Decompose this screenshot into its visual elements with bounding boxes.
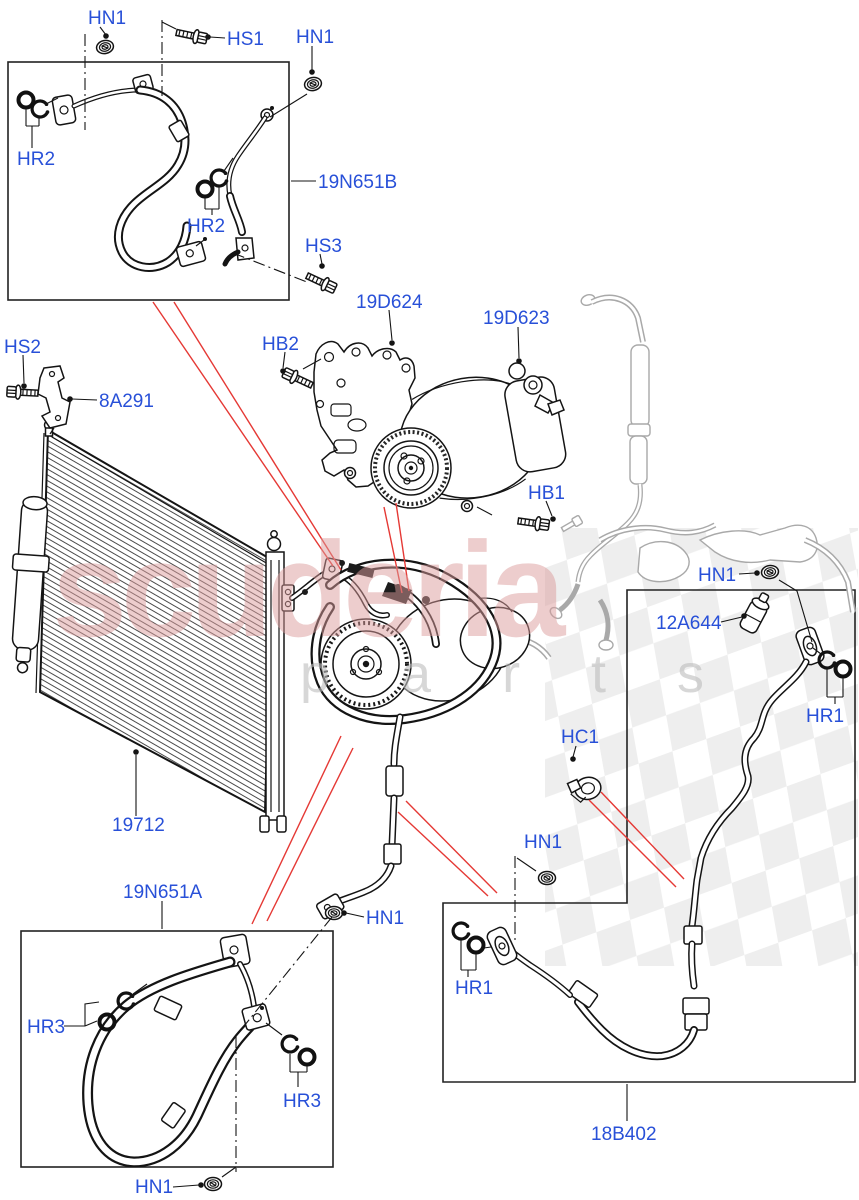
part-label-hs1[interactable]: HS1: [227, 29, 264, 50]
part-label-hn1-box2[interactable]: HN1: [366, 908, 404, 929]
bolt-hs1: [174, 24, 210, 47]
checkered-flag-watermark: [545, 528, 858, 966]
watermark: scuderia p a r t s: [52, 514, 732, 704]
part-label-hb2[interactable]: HB2: [262, 334, 299, 355]
part-label-hr3-left[interactable]: HR3: [27, 1017, 65, 1038]
hose-assembly-19N651B: [51, 73, 274, 272]
nut-hn1-top-left: [94, 38, 116, 56]
box-19N651A: [20, 930, 334, 1168]
oring-hr3-right-b: [297, 1047, 317, 1067]
valve-12A644: [739, 592, 770, 634]
red-locator-lines: [152, 301, 685, 925]
watermark-brand-text: scuderia: [52, 514, 566, 665]
leader-dots: [21, 33, 760, 1188]
nut-hn1-box2: [324, 905, 344, 921]
oring-hr2-mid-b: [195, 179, 215, 199]
part-label-hn1-top-left[interactable]: HN1: [88, 8, 126, 29]
oring-hr2-mid-a: [209, 168, 230, 188]
part-label-18b402[interactable]: 18B402: [591, 1124, 657, 1145]
part-label-hn1-notch[interactable]: HN1: [524, 832, 562, 853]
part-label-19n651b[interactable]: 19N651B: [318, 172, 397, 193]
oring-hr3-right-a: [280, 1034, 301, 1054]
part-label-hb1[interactable]: HB1: [528, 483, 565, 504]
part-label-19712[interactable]: 19712: [112, 815, 165, 836]
watermark-sub-text: p a r t s: [300, 644, 732, 704]
clamp-hc1: [566, 776, 602, 804]
part-label-hs2[interactable]: HS2: [4, 337, 41, 358]
part-label-hr1-right[interactable]: HR1: [806, 706, 844, 727]
part-label-hn1-bottom[interactable]: HN1: [135, 1177, 173, 1198]
oring-hr1-left-b: [466, 935, 486, 955]
nut-hn1-top-right: [302, 75, 324, 93]
fasteners-and-fittings: [5, 24, 853, 1192]
compressor-and-bracket-detail: [313, 340, 567, 513]
nut-hn1-notch: [537, 870, 557, 886]
box-18B402: [442, 589, 856, 1083]
part-label-19n651a[interactable]: 19N651A: [123, 882, 203, 903]
part-label-hc1[interactable]: HC1: [561, 727, 599, 748]
pipe-18B402: [486, 626, 825, 1061]
leader-lines: [21, 20, 844, 1188]
part-label-hr2-mid[interactable]: HR2: [187, 216, 225, 237]
part-label-hr2-left[interactable]: HR2: [17, 149, 55, 170]
part-label-hn1-right[interactable]: HN1: [698, 565, 736, 586]
bolt-hb2: [280, 365, 316, 393]
part-label-8a291[interactable]: 8A291: [99, 391, 154, 412]
part-label-hs3[interactable]: HS3: [305, 236, 342, 257]
nut-hn1-bottom: [203, 1176, 223, 1192]
part-label-19d624[interactable]: 19D624: [356, 292, 423, 313]
part-label-hr1-left[interactable]: HR1: [455, 978, 493, 999]
box-19N651B: [7, 61, 290, 301]
oring-hr1-left-a: [451, 921, 472, 941]
part-label-hn1-top-right[interactable]: HN1: [296, 27, 334, 48]
detail-boxes: [7, 61, 856, 1168]
part-label-12a644[interactable]: 12A644: [656, 613, 722, 634]
installed-compressor-assembly: [289, 557, 531, 920]
hose-assembly-19N651A: [82, 933, 271, 1168]
part-label-hr3-right[interactable]: HR3: [283, 1091, 321, 1112]
condenser-19712: [11, 419, 295, 833]
bracket-8A291: [37, 365, 71, 435]
part-label-19d623[interactable]: 19D623: [483, 308, 550, 329]
bolt-hs3: [303, 268, 339, 296]
